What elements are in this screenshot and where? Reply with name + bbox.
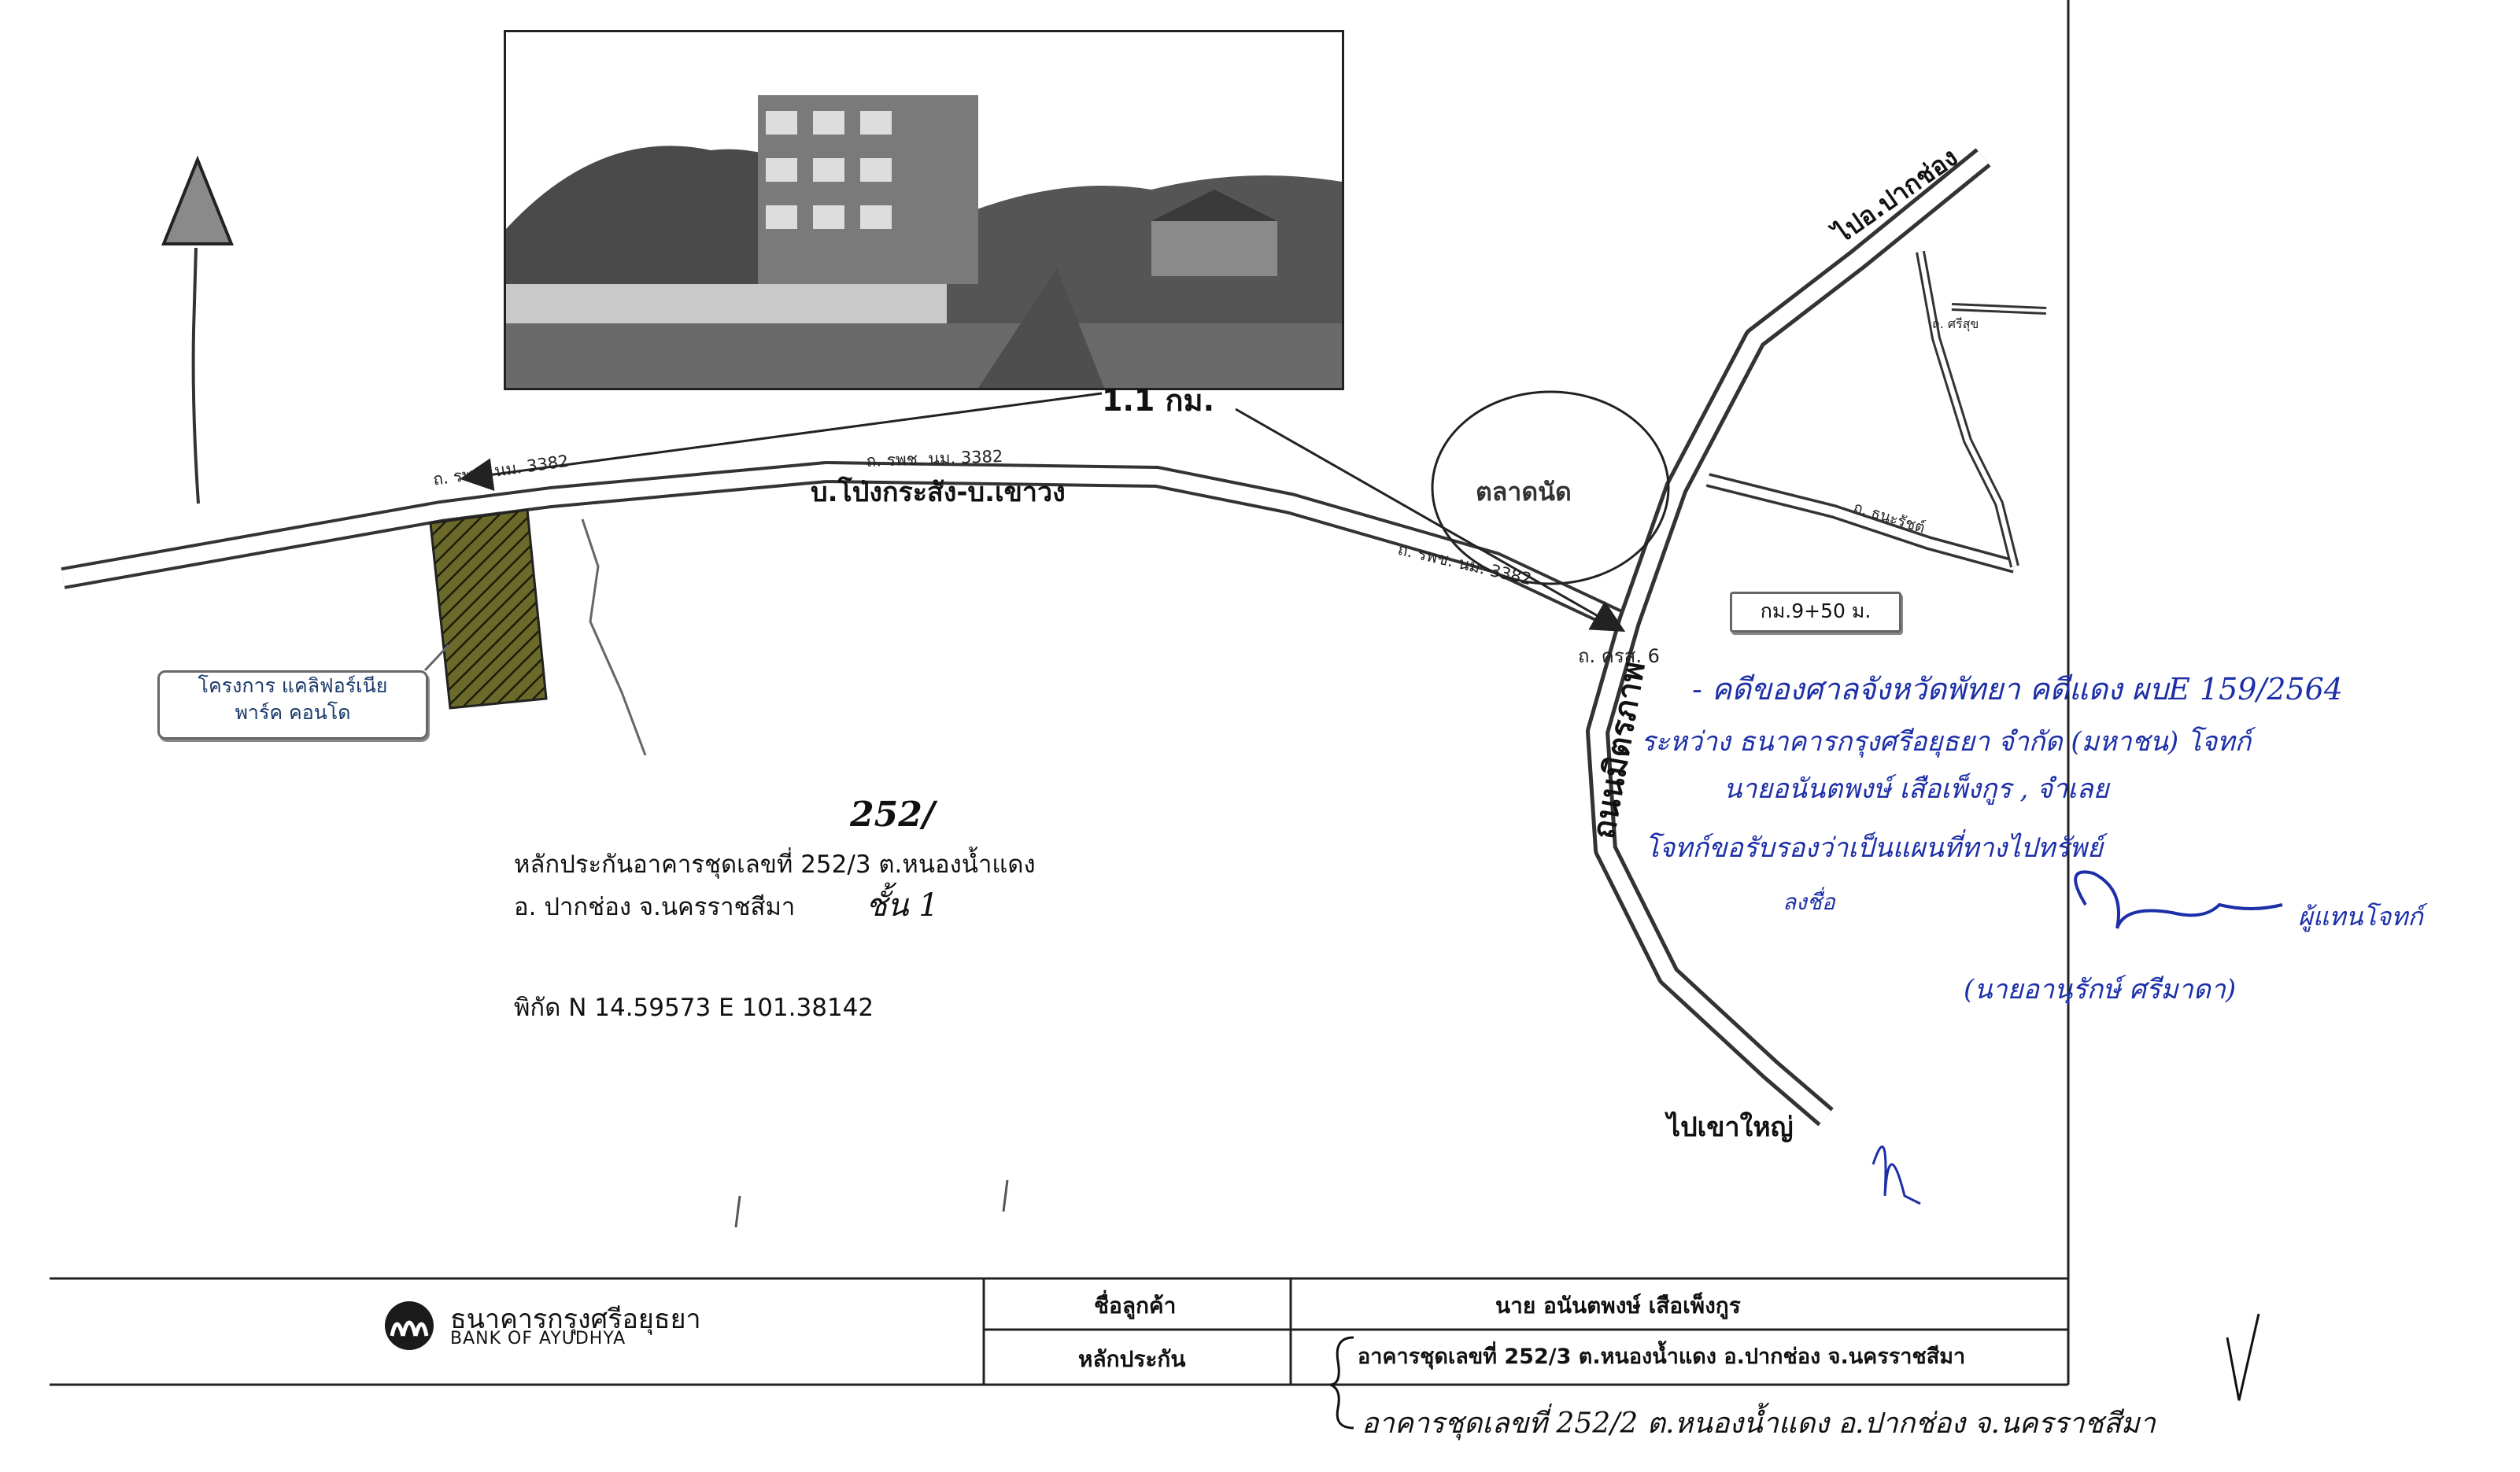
coord-e: E 101.38142 (719, 994, 874, 1022)
to-khaoyai-label: ไปเขาใหญ่ (1667, 1112, 1794, 1143)
note-line3: นายอนันตพงษ์ เสือเพ็งกูร , จำเลย (1724, 773, 2109, 805)
minor-road-left (581, 518, 647, 756)
scribble (1872, 1146, 1921, 1205)
coord-n: N 14.59573 (568, 994, 711, 1022)
note-line5: ลงชื่อ (1783, 889, 1835, 915)
property-photo (504, 30, 1344, 390)
bank-name-en: BANK OF AYUDHYA (450, 1329, 626, 1348)
bank-logo-icon (385, 1301, 434, 1350)
photo-illustration (506, 32, 1342, 388)
collateral-label: หลักประกัน (1078, 1346, 1186, 1372)
note-line4: โจทก์ขอรับรองว่าเป็นแผนที่ทางไปทรัพย์ (1645, 832, 2103, 864)
signature (2074, 870, 2283, 929)
project-label-line2: พาร์ค คอนโด (235, 701, 351, 724)
unit-handwritten: 252/ (850, 795, 935, 835)
property-line1: หลักประกันอาคารชุดเลขที่ 252/3 ต.หนองน้ำ… (514, 850, 1036, 879)
property-line2: อ. ปากช่อง จ.นครราชสีมา (514, 893, 796, 921)
km-marker-callout: กม.9+50 ม. (1730, 592, 1901, 633)
side-road-fill (1706, 475, 2016, 571)
property-plot (429, 508, 548, 710)
customer-value: นาย อนันตพงษ์ เสือเพ็งกูร (1495, 1293, 1741, 1319)
bank-logo: ธนาคารกรุงศรีอยุธยา BANK OF AYUDHYA (378, 1294, 787, 1357)
note-line6: ผู้แทนโจทก์ (2298, 902, 2423, 932)
bank-name-th: ธนาคารกรุงศรีอยุธยา (450, 1304, 701, 1335)
market-label: ตลาดนัด (1476, 477, 1572, 507)
project-callout-pointer (423, 644, 450, 672)
note-line1: - คดีของศาลจังหวัดพัทยา คดีแดง ผบE 159/2… (1692, 672, 2343, 706)
collateral-value-2: อาคารชุดเลขที่ 252/2 ต.หนองน้ำแดง อ.ปากช… (1362, 1407, 2156, 1440)
road-side-label: ถ. ศรีสุข (1932, 316, 1979, 331)
project-callout: โครงการ แคลิฟอร์เนีย พาร์ค คอนโด (157, 670, 428, 740)
collateral-brace (1329, 1336, 1354, 1430)
distance-arrow-right (1235, 408, 1626, 632)
highway-fill (1590, 151, 1989, 1123)
project-label-line1: โครงการ แคลิฟอร์เนีย (198, 674, 388, 697)
km-marker-text: กม.9+50 ม. (1760, 599, 1872, 622)
junction-road-label: ถ. ครส. 6 (1578, 645, 1660, 667)
north-line (191, 247, 200, 504)
tick-mark (2226, 1313, 2260, 1401)
main-road-fill (61, 464, 1625, 629)
coord-label: พิกัด (514, 994, 561, 1022)
distance-label: 1.1 กม. (1102, 383, 1215, 418)
distance-arrow-left (460, 392, 1103, 492)
floor-handwritten: ชั้น 1 (866, 887, 939, 924)
collateral-value-1: อาคารชุดเลขที่ 252/3 ต.หนองน้ำแดง อ.ปากช… (1358, 1345, 1966, 1369)
customer-label: ชื่อลูกค้า (1094, 1293, 1177, 1319)
note-line2: ระหว่าง ธนาคารกรุงศรีอยุธยา จำกัด (มหาชน… (1641, 726, 2252, 758)
note-line7: (นายอานุรักษ์ ศรีมาดา) (1964, 974, 2237, 1005)
main-road-name: บ.โป่งกระสัง-บ.เขาวง (811, 477, 1066, 508)
coordinates: พิกัด N 14.59573 E 101.38142 (514, 987, 874, 1027)
north-arrow-icon (161, 155, 234, 245)
market-circle (1431, 390, 1670, 585)
